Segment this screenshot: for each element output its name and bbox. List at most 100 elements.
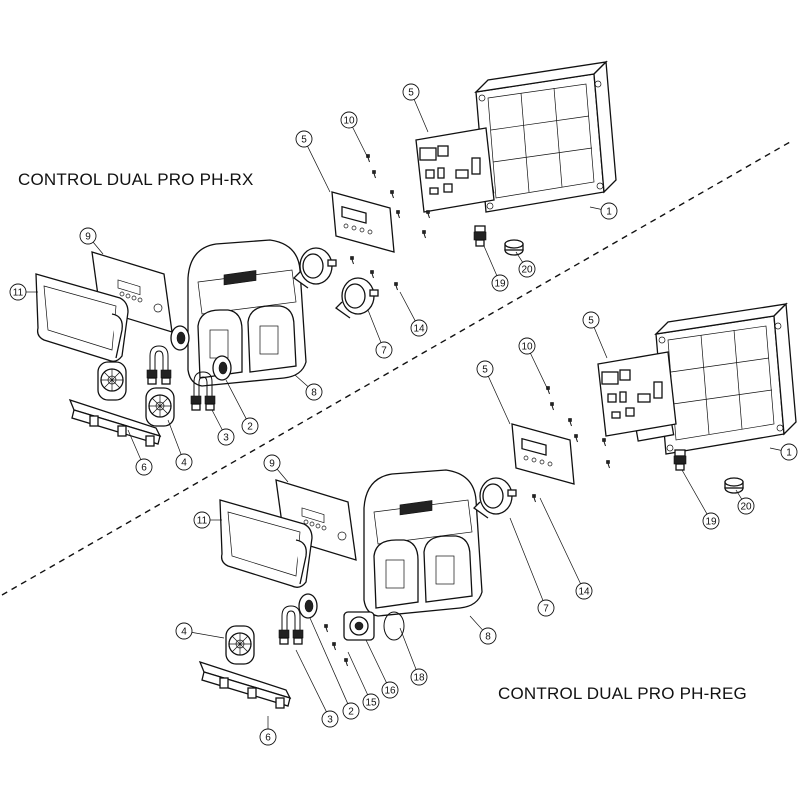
callout-circle bbox=[381, 681, 399, 699]
callout-leader-line bbox=[92, 241, 104, 255]
callout-number: 5 bbox=[408, 88, 414, 99]
title-control-dual-pro-ph-reg: CONTROL DUAL PRO PH-REG bbox=[498, 684, 747, 703]
part-circuit-board bbox=[597, 351, 677, 437]
callout-part-14: 14 bbox=[399, 291, 428, 337]
part-screw bbox=[426, 210, 430, 219]
callout-number: 2 bbox=[247, 422, 253, 433]
callout-number: 10 bbox=[521, 342, 533, 353]
callout-part-10: 10 bbox=[340, 111, 369, 159]
callout-part-16: 16 bbox=[365, 639, 399, 699]
part-cap bbox=[724, 477, 744, 494]
part-screw bbox=[370, 270, 374, 279]
callout-circle bbox=[135, 458, 153, 476]
callout-number: 18 bbox=[413, 673, 425, 684]
callout-part-9: 9 bbox=[263, 454, 289, 483]
callout-part-9: 9 bbox=[79, 227, 104, 255]
callout-circle bbox=[737, 497, 755, 515]
callout-number: 3 bbox=[327, 715, 333, 726]
callout-circle bbox=[259, 728, 277, 746]
callout-leader-line bbox=[515, 251, 523, 263]
callout-part-5: 5 bbox=[295, 130, 331, 193]
callout-leader-line bbox=[483, 245, 498, 276]
callout-number: 5 bbox=[588, 316, 594, 327]
part-motor bbox=[473, 477, 517, 519]
callout-part-7: 7 bbox=[367, 309, 393, 359]
callout-number: 4 bbox=[181, 627, 187, 638]
callout-circle bbox=[175, 622, 193, 640]
callout-circle bbox=[780, 443, 798, 461]
callout-part-6: 6 bbox=[127, 429, 153, 476]
part-pump-head bbox=[298, 593, 318, 619]
callout-number: 6 bbox=[265, 733, 271, 744]
part-keypad-plate bbox=[331, 191, 395, 253]
callout-circle bbox=[479, 627, 497, 645]
part-pump-head bbox=[170, 325, 190, 351]
part-pump-rotor bbox=[97, 361, 127, 401]
part-screw bbox=[324, 624, 328, 633]
callout-number: 20 bbox=[740, 502, 752, 513]
part-bracket bbox=[199, 661, 291, 709]
callout-part-2: 2 bbox=[225, 379, 259, 435]
callout-circle bbox=[79, 227, 97, 245]
callout-circle bbox=[193, 511, 211, 529]
part-screw bbox=[332, 642, 336, 651]
callout-number: 19 bbox=[494, 279, 506, 290]
callout-part-5: 5 bbox=[582, 311, 608, 359]
callout-number: 11 bbox=[197, 516, 208, 527]
part-screw bbox=[350, 256, 354, 265]
callout-leader-line bbox=[295, 649, 327, 712]
callout-part-3: 3 bbox=[295, 649, 339, 728]
callout-part-8: 8 bbox=[294, 374, 323, 401]
callout-circle bbox=[518, 260, 536, 278]
callout-number: 4 bbox=[181, 458, 187, 469]
callout-leader-line bbox=[769, 447, 782, 451]
part-o-ring bbox=[383, 611, 405, 641]
callout-leader-line bbox=[191, 632, 225, 639]
callout-leader-line bbox=[365, 639, 387, 683]
callout-circle bbox=[9, 283, 27, 301]
callout-leader-line bbox=[681, 469, 708, 515]
callout-number: 20 bbox=[521, 265, 533, 276]
part-motor bbox=[293, 247, 337, 289]
callout-number: 7 bbox=[543, 604, 549, 615]
callout-number: 9 bbox=[85, 232, 91, 243]
part-screw bbox=[606, 460, 610, 469]
callout-circle bbox=[476, 360, 494, 378]
callout-circle bbox=[402, 83, 420, 101]
callout-part-4: 4 bbox=[175, 622, 225, 640]
callout-leader-line bbox=[167, 419, 182, 455]
callout-number: 10 bbox=[343, 116, 355, 127]
callout-part-11: 11 bbox=[9, 283, 38, 301]
callout-circle bbox=[295, 130, 313, 148]
callout-leader-line bbox=[589, 206, 602, 210]
callout-part-1: 1 bbox=[589, 202, 618, 220]
callout-part-7: 7 bbox=[509, 517, 555, 617]
part-ph-regulator-unit bbox=[343, 611, 375, 641]
callout-number: 7 bbox=[381, 346, 387, 357]
callout-circle bbox=[175, 453, 193, 471]
callout-leader-line bbox=[307, 146, 331, 193]
callout-circle bbox=[241, 417, 259, 435]
callout-leader-line bbox=[309, 617, 349, 704]
part-screw bbox=[390, 190, 394, 199]
callout-leader-line bbox=[294, 374, 309, 387]
callouts-layer: 1510519209111478234615105192091114784181… bbox=[9, 83, 798, 746]
callout-leader-line bbox=[487, 376, 511, 425]
callout-circle bbox=[375, 341, 393, 359]
callout-number: 5 bbox=[301, 135, 307, 146]
callout-part-15: 15 bbox=[347, 651, 380, 711]
callout-leader-line bbox=[211, 409, 223, 431]
part-pump-rotor bbox=[225, 625, 255, 665]
callout-leader-line bbox=[399, 291, 416, 322]
callout-part-11: 11 bbox=[193, 511, 222, 529]
callout-part-18: 18 bbox=[399, 627, 428, 686]
callout-leader-line bbox=[593, 327, 608, 359]
callout-circle bbox=[305, 383, 323, 401]
callout-part-10: 10 bbox=[518, 337, 549, 391]
part-cap bbox=[504, 239, 524, 256]
callout-number: 16 bbox=[384, 686, 396, 697]
callout-leader-line bbox=[509, 517, 544, 601]
callout-part-1: 1 bbox=[769, 443, 798, 461]
callout-leader-line bbox=[352, 126, 369, 159]
callout-circle bbox=[362, 693, 380, 711]
